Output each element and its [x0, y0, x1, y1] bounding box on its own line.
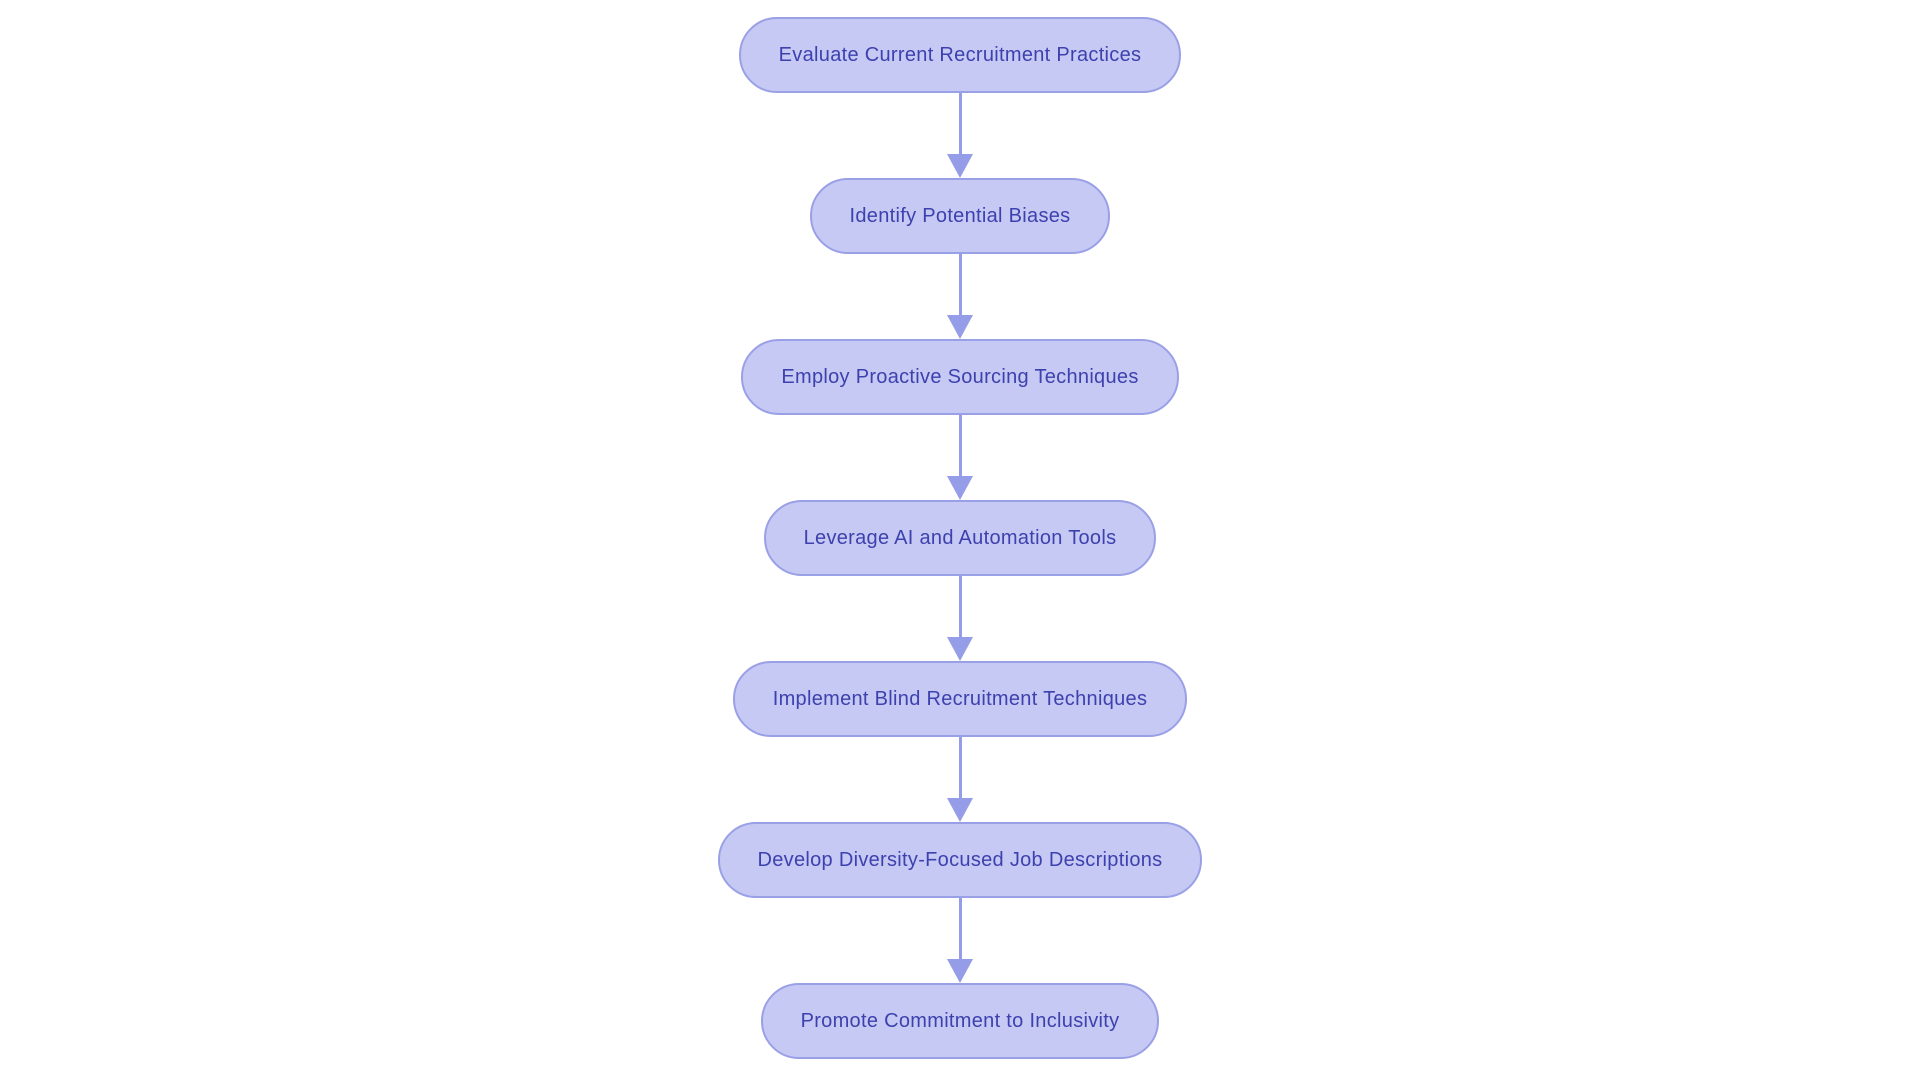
- arrow-line: [958, 93, 962, 154]
- flow-node-evaluate-current-recruitment-practices: Evaluate Current Recruitment Practices: [738, 17, 1182, 93]
- arrow-line: [958, 576, 962, 637]
- flow-node-promote-commitment-to-inclusivity: Promote Commitment to Inclusivity: [760, 983, 1160, 1059]
- arrow-down-icon: [947, 315, 973, 339]
- connector-arrow: [946, 737, 974, 822]
- connector-arrow: [946, 898, 974, 983]
- arrow-line: [958, 254, 962, 315]
- arrow-down-icon: [947, 476, 973, 500]
- flow-node-employ-proactive-sourcing-techniques: Employ Proactive Sourcing Techniques: [741, 339, 1179, 415]
- arrow-line: [958, 415, 962, 476]
- flow-node-leverage-ai-and-automation-tools: Leverage AI and Automation Tools: [763, 500, 1157, 576]
- connector-arrow: [946, 93, 974, 178]
- arrow-down-icon: [947, 154, 973, 178]
- arrow-down-icon: [947, 959, 973, 983]
- connector-arrow: [946, 576, 974, 661]
- flow-node-develop-diversity-focused-job-descriptions: Develop Diversity-Focused Job Descriptio…: [717, 822, 1203, 898]
- arrow-line: [958, 898, 962, 959]
- connector-arrow: [946, 254, 974, 339]
- arrow-down-icon: [947, 798, 973, 822]
- flow-node-identify-potential-biases: Identify Potential Biases: [809, 178, 1111, 254]
- arrow-down-icon: [947, 637, 973, 661]
- arrow-line: [958, 737, 962, 798]
- flow-node-implement-blind-recruitment-techniques: Implement Blind Recruitment Techniques: [732, 661, 1188, 737]
- connector-arrow: [946, 415, 974, 500]
